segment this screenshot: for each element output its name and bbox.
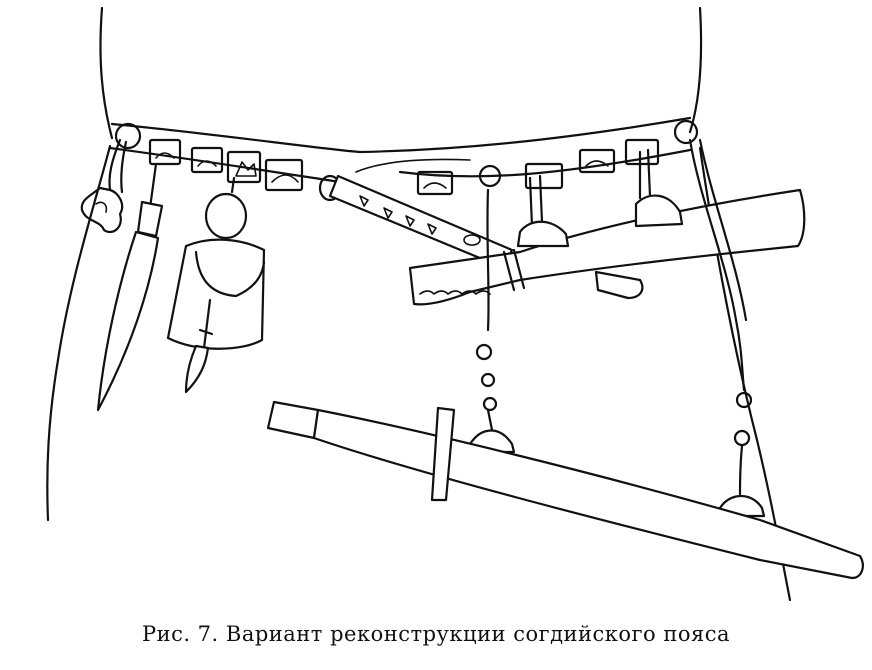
figure-caption: Рис. 7. Вариант реконструкции согдийског… [141,622,731,646]
dagger [96,162,164,412]
belt-plaques [114,119,699,196]
belt-band [108,116,699,196]
scabbard-mount-right [634,148,684,228]
belt-reconstruction-drawing [46,6,864,602]
scabbard-mount-left [516,174,570,248]
chain-left [466,188,516,454]
long-sword [266,400,864,580]
diagonal-strap [318,174,514,270]
ring-and-pouch [166,176,266,394]
left-pendant-strap [80,138,128,234]
